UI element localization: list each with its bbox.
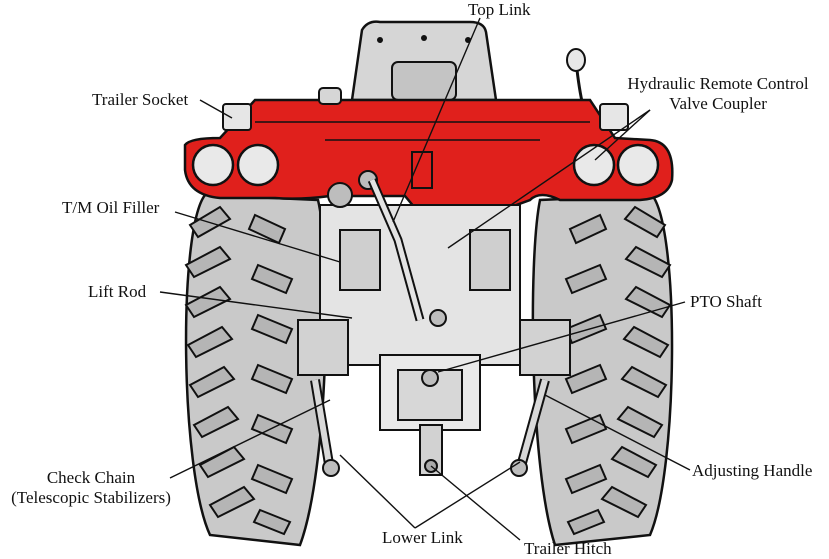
label-trailer-socket: Trailer Socket <box>92 90 189 109</box>
label-check-chain-line-1: Check Chain <box>46 468 136 487</box>
label-tm-oil-filler: T/M Oil Filler <box>62 198 160 217</box>
label-hydraulic-line-1: Hydraulic Remote Control <box>627 74 809 93</box>
label-hydraulic-remote-control: Hydraulic Remote Control Valve Coupler <box>610 74 826 114</box>
label-lift-rod: Lift Rod <box>88 282 147 301</box>
label-pto-shaft: PTO Shaft <box>690 292 762 311</box>
rear-housing <box>297 170 571 477</box>
fender-body <box>183 87 674 225</box>
trailer-socket <box>222 103 252 131</box>
seat <box>350 20 498 102</box>
label-check-chain: Check Chain (Telescopic Stabilizers) <box>0 468 182 508</box>
label-check-chain-line-2: (Telescopic Stabilizers) <box>11 488 171 507</box>
left-rear-tire <box>184 193 328 547</box>
hydraulic-coupler-box <box>599 103 629 131</box>
right-rear-tire <box>531 193 674 547</box>
callout-lines <box>159 17 691 541</box>
label-lower-link: Lower Link <box>382 528 463 547</box>
label-top-link: Top Link <box>468 0 531 19</box>
label-trailer-hitch: Trailer Hitch <box>524 539 612 558</box>
label-hydraulic-line-2: Valve Coupler <box>669 94 767 113</box>
label-adjusting-handle: Adjusting Handle <box>692 461 813 480</box>
